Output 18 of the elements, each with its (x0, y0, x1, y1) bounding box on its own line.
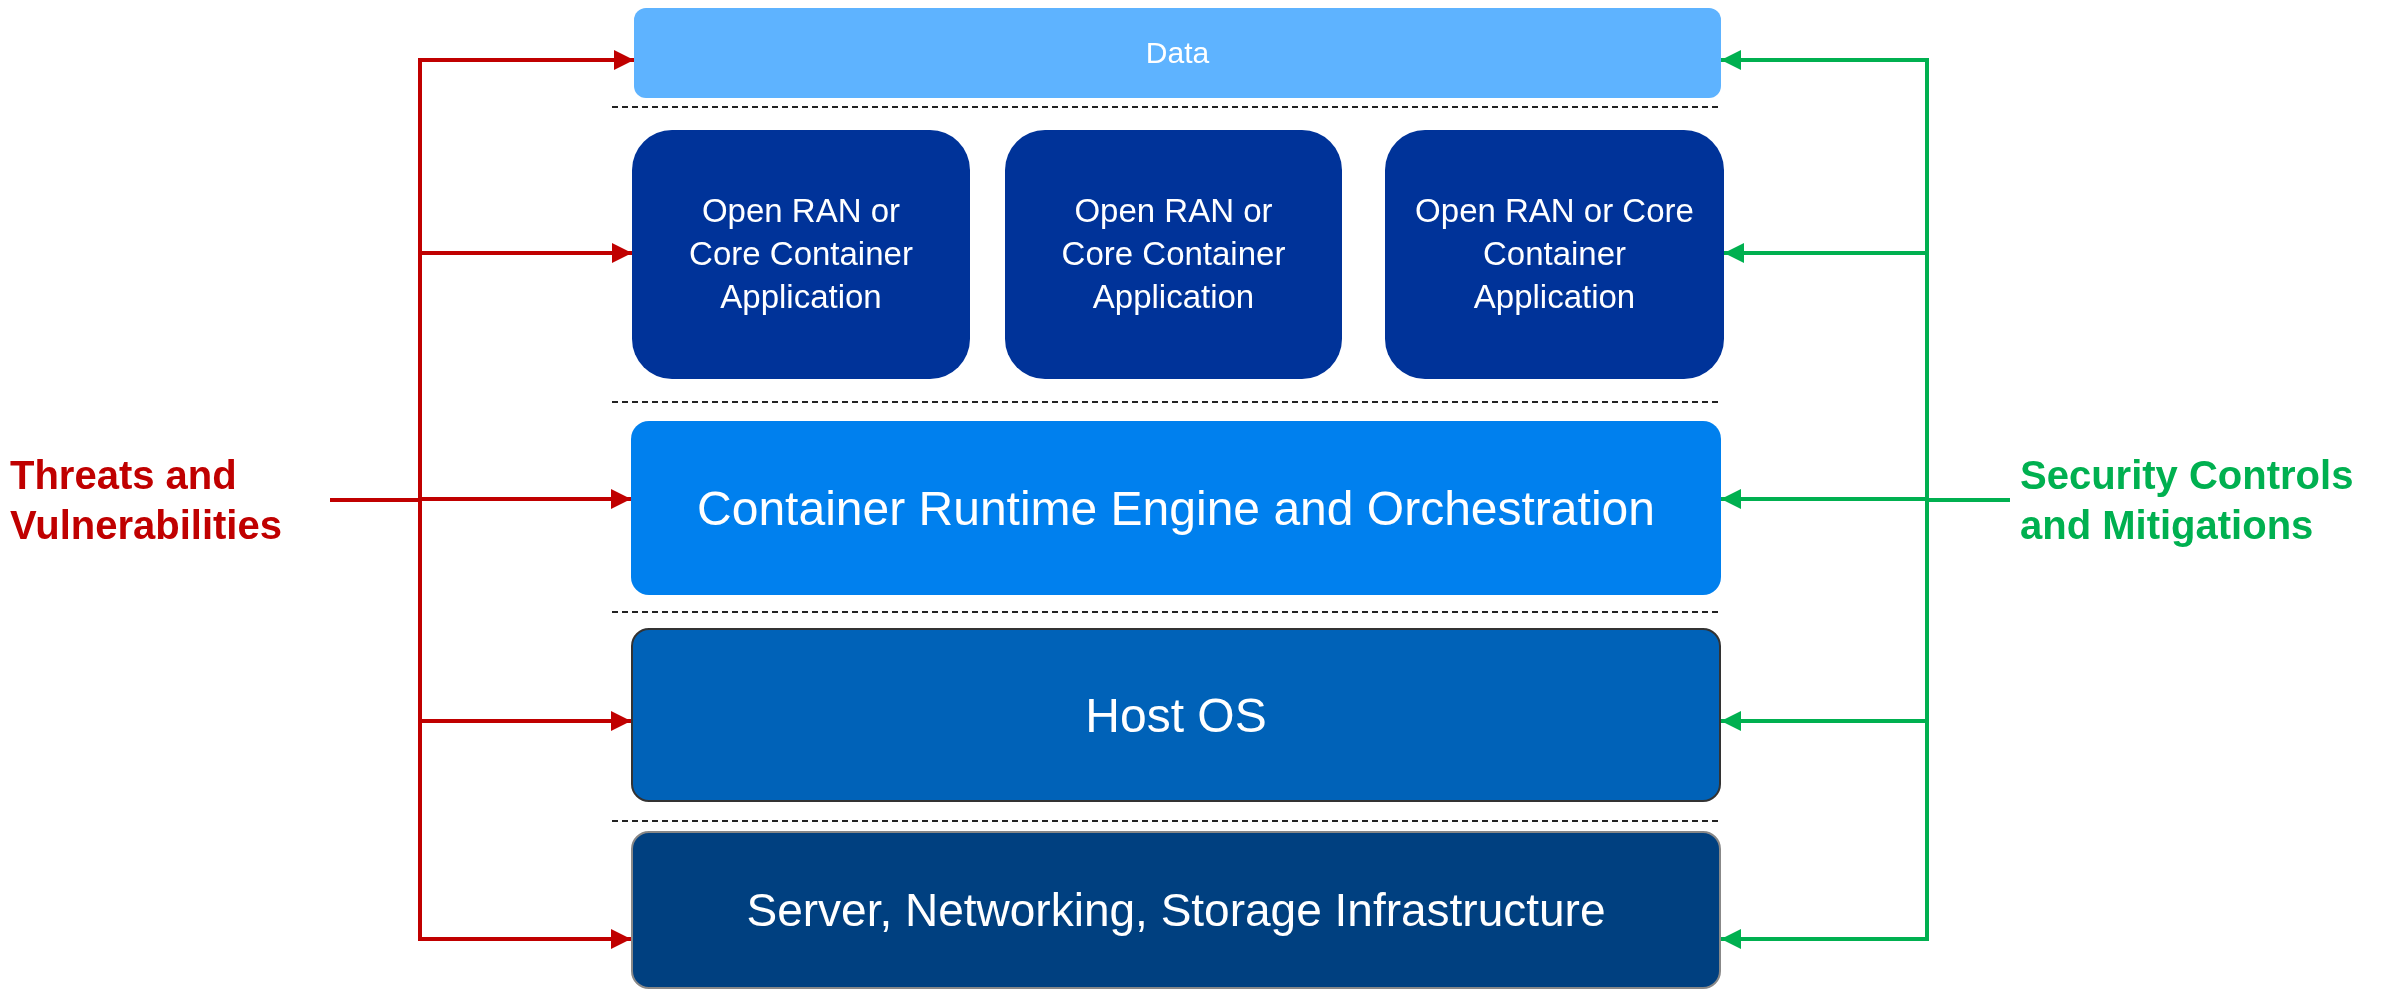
runtime-layer-box (631, 421, 1721, 595)
side-label: Threats and Vulnerabilities (10, 452, 283, 549)
layer-label: Open RAN or Core Container Application (688, 191, 914, 317)
infrastructure-layer-box (631, 831, 1721, 989)
application-box (1385, 130, 1724, 379)
os-layer-box (631, 628, 1721, 802)
application-box (1005, 130, 1342, 379)
application-box (632, 130, 970, 379)
layer-label: Open RAN or Core Container Application (1415, 191, 1694, 317)
data-layer-box (634, 8, 1721, 98)
layer-label: Open RAN or Core Container Application (1060, 191, 1287, 317)
arrow (330, 498, 631, 949)
layer-label: Host OS (1085, 687, 1267, 743)
layer-label: Server, Networking, Storage Infrastructure (746, 883, 1606, 937)
side-label: Security Controls and Mitigations (2020, 452, 2355, 549)
layer-label: Container Runtime Engine and Orchestration (697, 480, 1655, 536)
arrow (1721, 498, 2010, 949)
layer-label: Data (1145, 36, 1210, 70)
